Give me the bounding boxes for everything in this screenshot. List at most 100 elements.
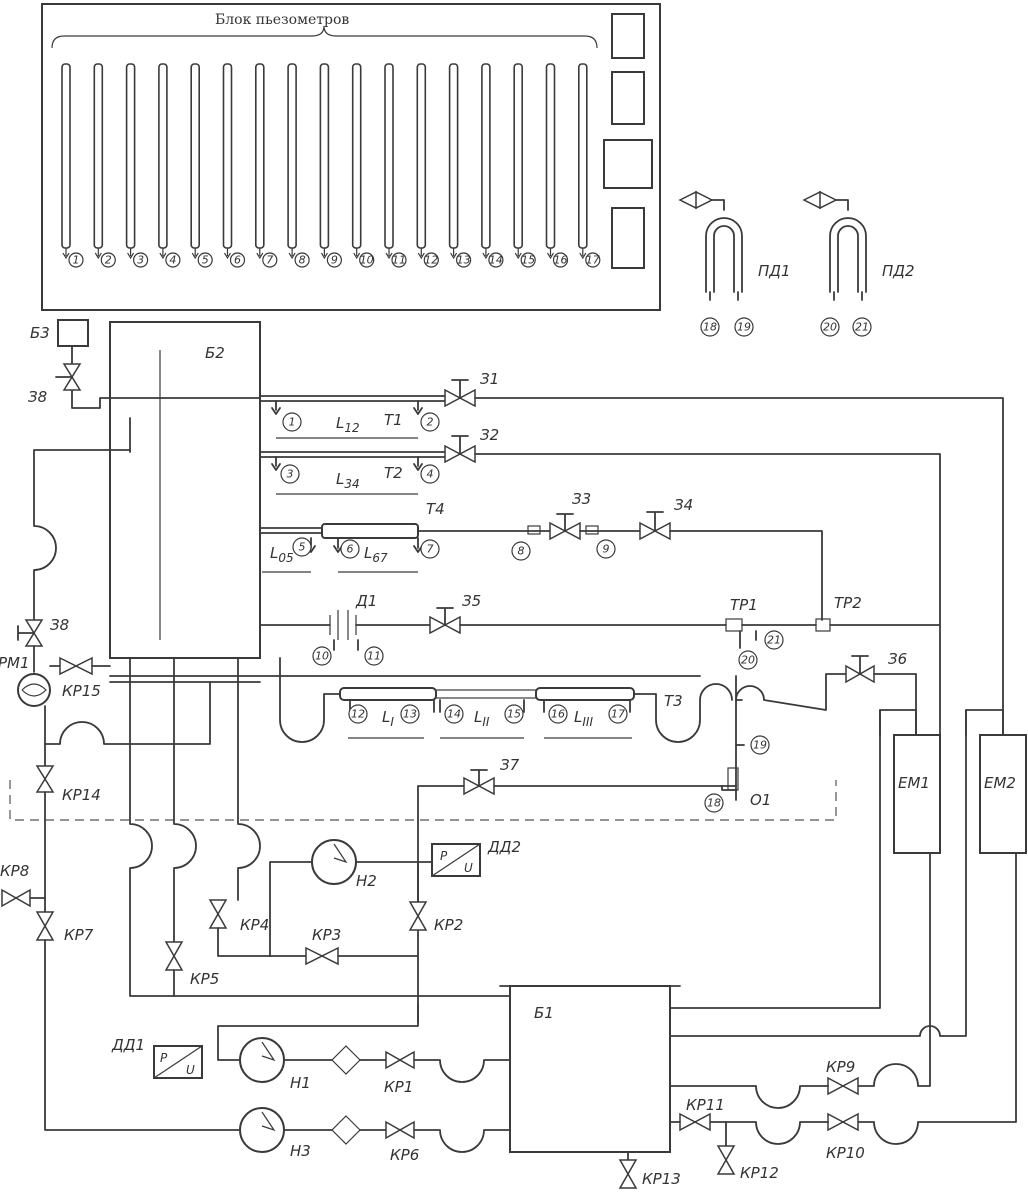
tank-b2-label: Б2	[205, 344, 225, 362]
valve-kr15	[59, 656, 93, 676]
piezometer-number-ring-9	[326, 252, 342, 268]
piezometer-number-ring-1	[68, 252, 84, 268]
piezometer-number-ring-7	[262, 252, 278, 268]
valve-kr2-label: КР2	[434, 916, 463, 934]
pipe-t3-label: Т3	[664, 692, 683, 710]
valve-z6-label: З6	[888, 650, 907, 668]
tap-3: 3	[287, 468, 294, 481]
panel-box-3	[603, 139, 653, 189]
valve-z5-label: З5	[462, 592, 481, 610]
pd1-port-18: 18	[703, 321, 717, 334]
valve-kr1-label: КР1	[384, 1078, 413, 1096]
pd1-u-tube-outer	[705, 217, 743, 293]
panel-box-2	[611, 71, 645, 125]
pd1-port-19: 19	[737, 321, 751, 334]
pd1-vent-valve	[678, 190, 714, 210]
valve-kr11-label: КР11	[686, 1096, 725, 1114]
piezometer-outlet-4	[159, 248, 167, 260]
valve-z2-label: З2	[480, 426, 499, 444]
pipe-t3-line: Т3 З6 12 13 14 15 16 17 LI LII LIII 19 1…	[109, 650, 917, 813]
pipe-t3-section-3	[535, 687, 635, 701]
piezometer-number-12: 12	[424, 254, 438, 267]
piezometer-number-9: 9	[331, 254, 338, 267]
piezometer-tube-15	[513, 63, 524, 249]
panel-box-1	[611, 13, 645, 59]
diaphragm-d1-label: Д1	[355, 592, 377, 610]
tank-b1: Б1 КР13	[499, 985, 681, 1189]
tap-16: 16	[551, 708, 565, 721]
piezometer-tube-9	[319, 63, 330, 249]
measuring-vessels: ЕМ1 ЕМ2 КР9 КР10 КР11 КР12	[669, 709, 1027, 1182]
valve-kr9-label: КР9	[826, 1058, 855, 1076]
piezometer-tube-2	[93, 63, 104, 249]
pipe-t4-line: Т4 З3 З4 8 9 5 6 7 L05 L67	[259, 490, 823, 621]
tap-20: 20	[741, 654, 755, 667]
piezometer-number-5: 5	[202, 254, 209, 267]
vessel-em2	[979, 734, 1027, 854]
piezometer-number-6: 6	[234, 254, 241, 267]
piezometer-number-ring-13	[456, 252, 472, 268]
pipe-t2-line: З2 3 4 L34 Т2	[259, 426, 941, 736]
pipe-t3-section-1	[339, 687, 437, 701]
dd2-u-label: U	[464, 861, 473, 875]
valve-kr10-label: КР10	[826, 1144, 865, 1162]
valve-z8-bottom-label: З8	[50, 616, 69, 634]
tank-b1-body	[509, 985, 671, 1153]
l34-label: L34	[336, 470, 360, 491]
piezometer-outlet-15	[514, 248, 522, 260]
tap-14: 14	[447, 708, 461, 721]
tap-13: 13	[403, 708, 417, 721]
valve-kr13-label: КР13	[642, 1170, 681, 1188]
piezometer-outlet-1	[62, 248, 70, 260]
piezometer-number-11: 11	[392, 254, 406, 267]
pipe-t4-sample	[321, 523, 419, 539]
piezometer-number-2: 2	[105, 254, 112, 267]
piezometer-number-ring-5	[197, 252, 213, 268]
pump-h1	[239, 1037, 285, 1083]
piezometer-number-17: 17	[586, 254, 600, 267]
tee-tp1-label: ТР1	[730, 596, 758, 614]
piezometer-outlet-9	[320, 248, 328, 260]
tank-b3: Б3 З8	[28, 319, 111, 409]
orifice-o1	[727, 767, 739, 791]
tank-b1-label: Б1	[534, 1004, 554, 1022]
valve-z3-label: З3	[572, 490, 591, 508]
lii-label: LII	[474, 708, 490, 729]
valve-z7-branch: З7	[417, 756, 737, 1023]
valve-kr14-label: КР14	[62, 786, 101, 804]
piezometer-number-ring-15	[520, 252, 536, 268]
pump-h1-label: Н1	[290, 1074, 311, 1092]
l67-label: L67	[364, 544, 388, 565]
dd1-p-label: P	[160, 1051, 168, 1065]
pd2-vent-valve	[802, 190, 838, 210]
piezometer-number-1: 1	[73, 254, 80, 267]
valve-kr12-label: КР12	[740, 1164, 779, 1182]
piezometer-outlet-2	[94, 248, 102, 260]
tank-b3-body	[57, 319, 89, 347]
piezometer-outlet-16	[546, 248, 555, 260]
piezometer-tube-14	[481, 63, 491, 249]
pipe-t1-label: Т1	[384, 411, 403, 429]
valve-kr3	[305, 946, 339, 966]
valve-kr6	[385, 1120, 415, 1140]
piezometer-tube-12	[416, 63, 427, 249]
valve-kr15-label: КР15	[62, 682, 101, 700]
diff-gauge-pd1: ПД1 18 19	[678, 190, 791, 337]
piezometer-number-ring-14	[488, 252, 504, 268]
valve-kr1	[385, 1050, 415, 1070]
pump-h2	[311, 839, 357, 885]
tank-b2-body	[109, 321, 261, 659]
tank-b2: Б2	[109, 321, 261, 659]
pressure-sensor-dd1-label: ДД1	[111, 1036, 145, 1054]
pd1-u-tube-inner	[713, 225, 735, 293]
vessel-em2-label: ЕМ2	[984, 774, 1016, 792]
piezometer-brace	[51, 25, 598, 49]
panel-box-4	[611, 207, 645, 269]
pd2-port-20: 20	[823, 321, 837, 334]
pd1-label: ПД1	[758, 262, 791, 280]
piezometer-tube-10	[351, 63, 362, 249]
liii-label: LIII	[574, 708, 593, 729]
